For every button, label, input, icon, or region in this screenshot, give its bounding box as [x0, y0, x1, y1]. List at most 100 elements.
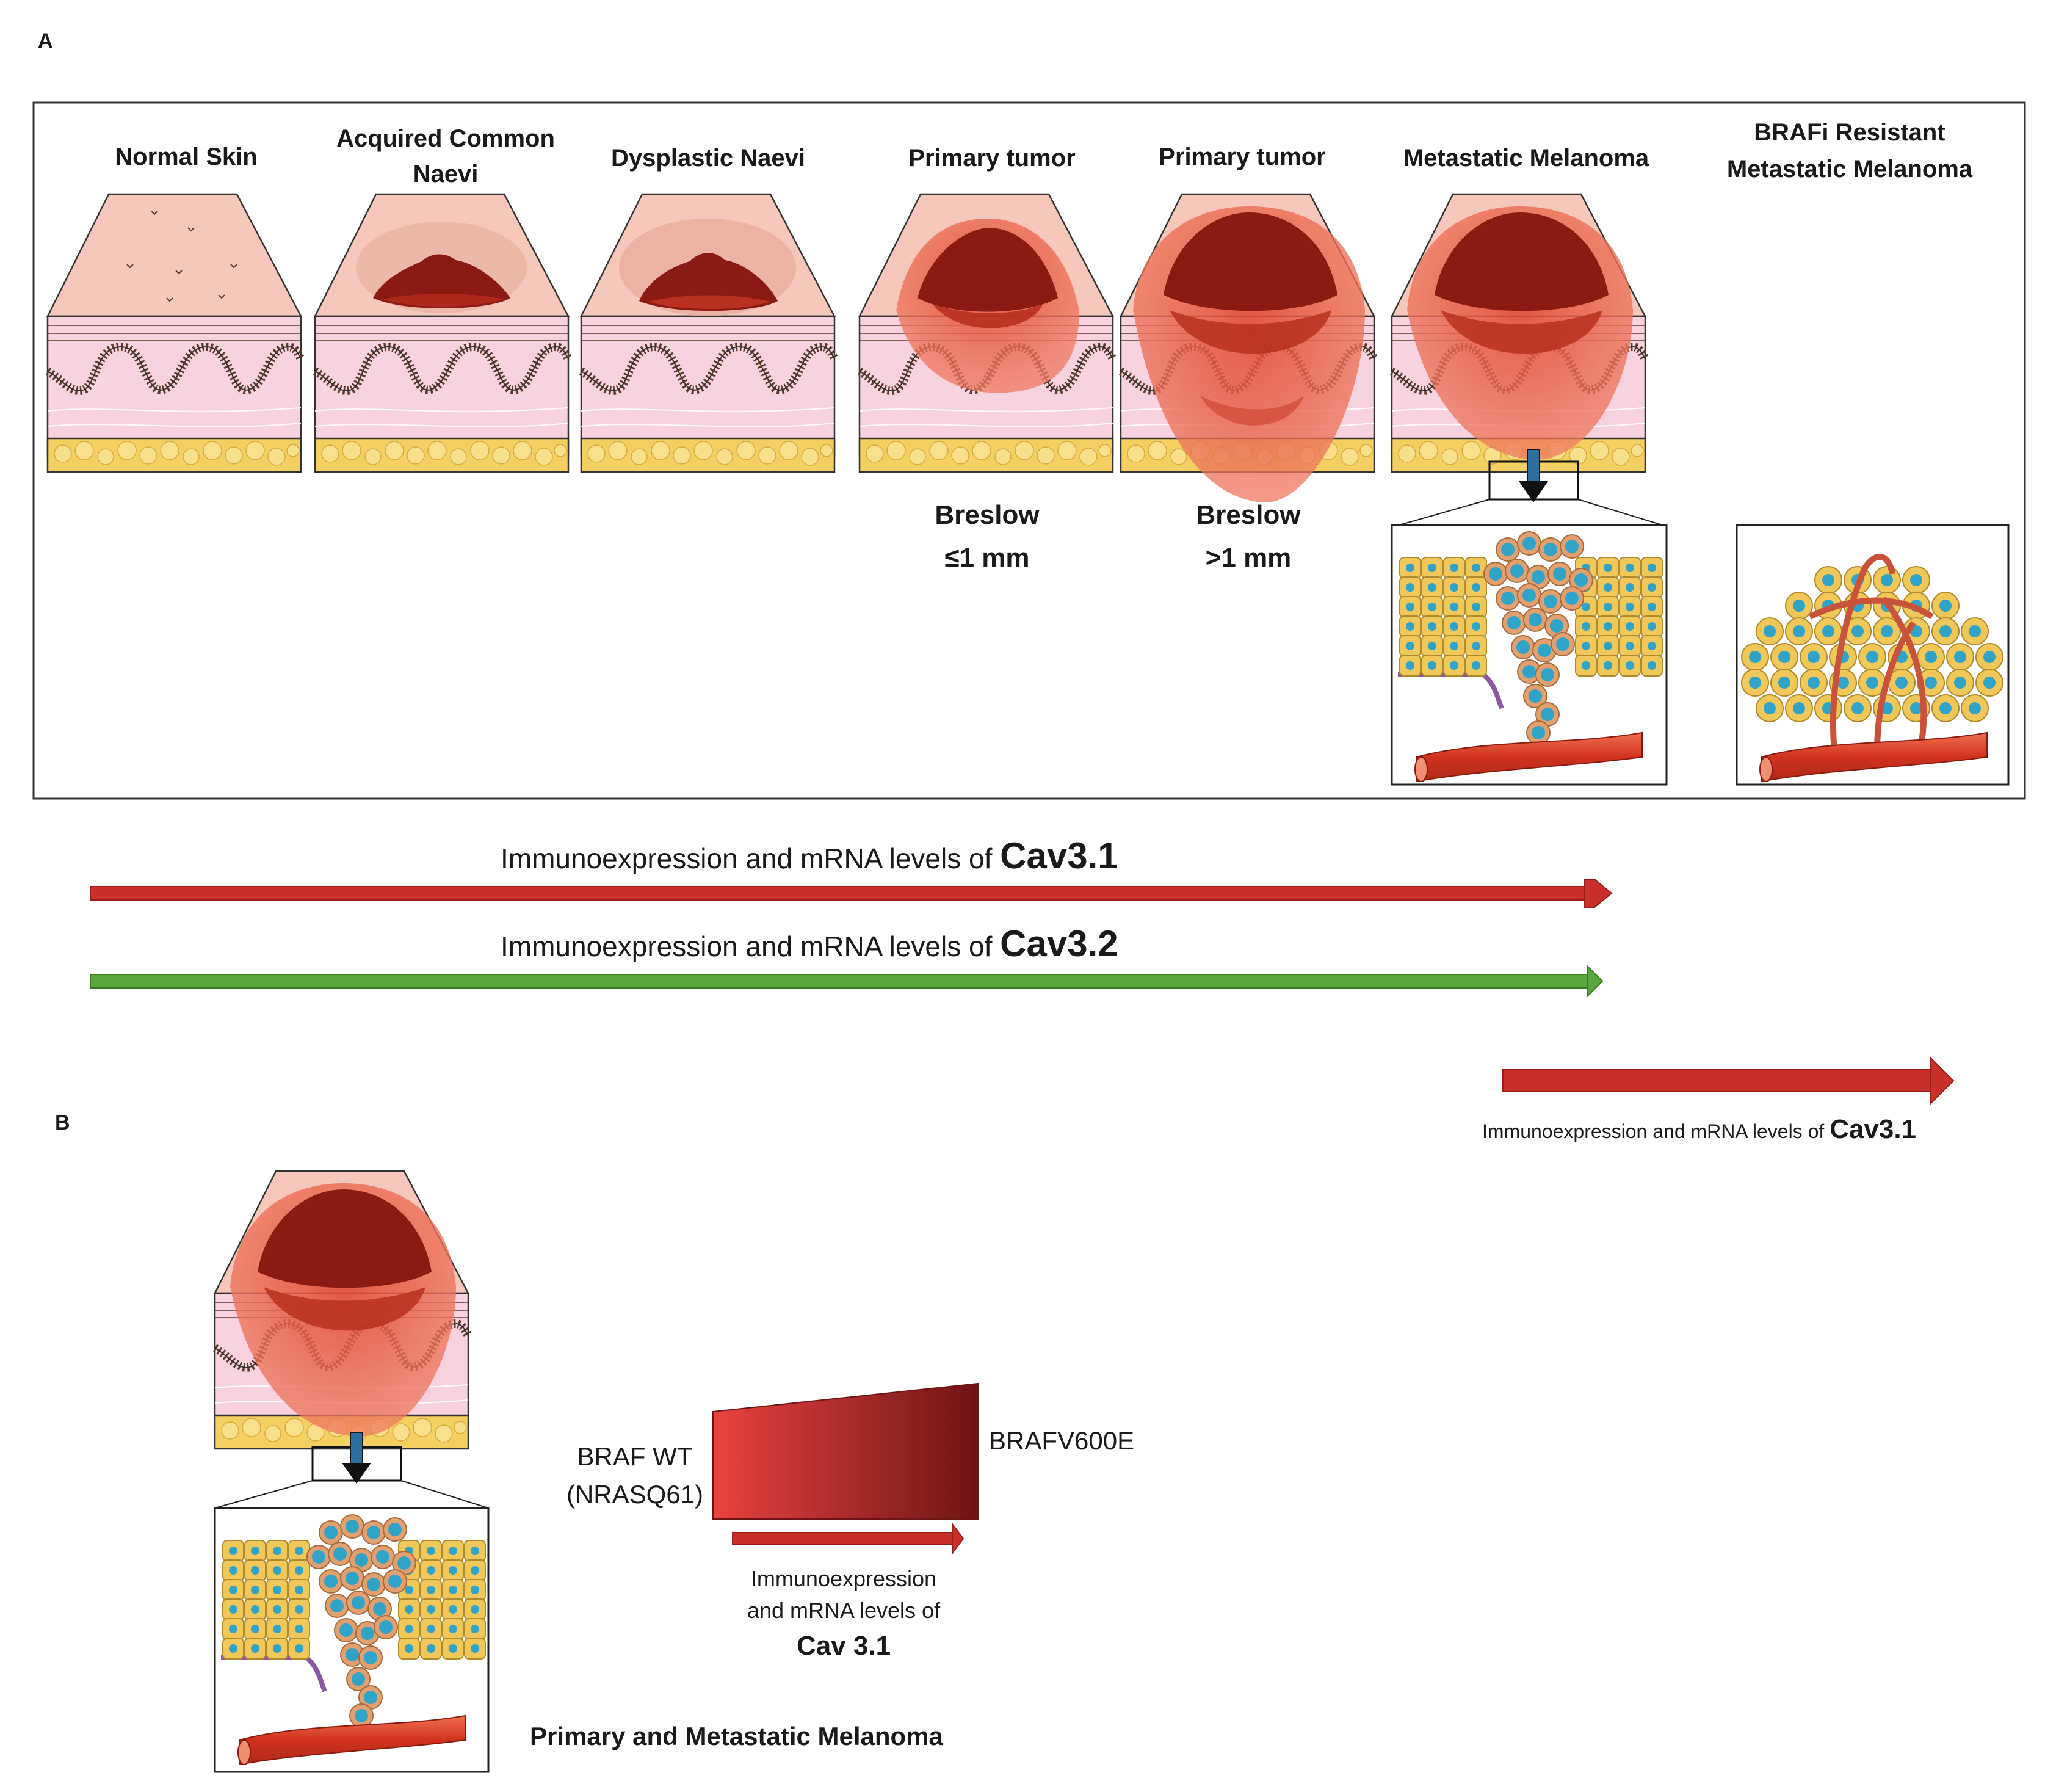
- epithelial-cell: [1465, 576, 1487, 598]
- epithelial-cell: [1641, 615, 1663, 637]
- resistant-cell: [1961, 617, 1989, 645]
- epithelial-cell: [266, 1638, 288, 1660]
- svg-text:Metastatic Melanoma: Metastatic Melanoma: [1403, 145, 1649, 172]
- epithelial-cell: [464, 1540, 486, 1562]
- epithelial-cell: [1597, 557, 1619, 579]
- melanoma-cell: [340, 1566, 364, 1591]
- melanoma-cell: [358, 1645, 383, 1670]
- svg-text:Dysplastic Naevi: Dysplastic Naevi: [611, 145, 805, 172]
- epithelial-cell: [1575, 615, 1597, 637]
- melanoma-cell: [1547, 562, 1572, 586]
- epithelial-cell: [420, 1618, 442, 1640]
- skin-panel-b-illustration: [215, 1171, 468, 1484]
- panel-b-caption: Primary and Metastatic Melanoma: [530, 1722, 944, 1750]
- stage-label-normal: Normal Skin: [115, 143, 257, 170]
- epithelial-cell: [464, 1559, 486, 1581]
- breslow-thin-label: Breslow ≤1 mm: [935, 500, 1040, 573]
- invasion-detail-b-cells: [221, 1514, 486, 1766]
- nrasq61-label: (NRASQ61): [566, 1480, 703, 1509]
- panel-b-arrow-text-1: Immunoexpression: [751, 1566, 936, 1591]
- stage-label-acquired: Acquired Common Naevi: [336, 125, 555, 187]
- resistant-cell: [1917, 643, 1945, 671]
- epithelial-cell: [222, 1638, 244, 1660]
- epithelial-cell: [222, 1579, 244, 1601]
- brafi-detail-cells: [1741, 553, 2003, 783]
- epithelial-cell: [1641, 655, 1663, 677]
- melanoma-cell: [383, 1517, 407, 1542]
- epithelial-cell: [420, 1638, 442, 1660]
- stage-label-dysplastic: Dysplastic Naevi: [611, 145, 805, 172]
- epithelial-cell: [244, 1638, 266, 1660]
- epithelial-cell: [1619, 635, 1641, 657]
- skin-normal-illustration: [48, 194, 301, 472]
- melanoma-cell: [1483, 562, 1508, 586]
- epithelial-cell: [1465, 635, 1487, 657]
- epithelial-cell: [1465, 596, 1487, 618]
- epithelial-cell: [222, 1540, 244, 1562]
- epithelial-cell: [1421, 557, 1443, 579]
- braf-wt-label: BRAF WT: [577, 1442, 693, 1471]
- svg-text:Immunoexpression and mRNA leve: Immunoexpression and mRNA levels of Cav3…: [501, 835, 1118, 876]
- tumor-vessel: [1808, 597, 1934, 620]
- melanoma-cell: [1560, 534, 1584, 559]
- resistant-cell: [1800, 643, 1828, 671]
- epithelial-cell: [442, 1638, 464, 1660]
- epithelial-cell: [1597, 655, 1619, 677]
- epithelial-cell: [1399, 576, 1421, 598]
- stage-label-metastatic: Metastatic Melanoma: [1403, 145, 1649, 172]
- resistant-cell: [1756, 617, 1784, 645]
- epithelial-cell: [266, 1540, 288, 1562]
- epithelial-cell: [1597, 615, 1619, 637]
- epithelial-cell: [1619, 596, 1641, 618]
- epithelial-cell: [1443, 615, 1465, 637]
- arrow-cav31-brafi: Immunoexpression and mRNA levels of Cav3…: [1482, 1056, 1955, 1144]
- epithelial-cell: [1443, 635, 1465, 657]
- epithelial-cell: [244, 1618, 266, 1640]
- epithelial-cell: [1575, 635, 1597, 657]
- epithelial-cell: [1641, 596, 1663, 618]
- melanoma-cell: [1535, 662, 1560, 687]
- svg-text:BRAFi Resistant: BRAFi Resistant: [1754, 119, 1945, 146]
- braf-wedge: [712, 1382, 979, 1520]
- resistant-cell: [1770, 643, 1798, 671]
- epithelial-cell: [442, 1579, 464, 1601]
- stage-label-primary1: Primary tumor: [908, 145, 1075, 172]
- melanoma-cell: [1496, 537, 1520, 562]
- melanoma-cell: [1511, 635, 1535, 659]
- stage-label-brafi: BRAFi Resistant Metastatic Melanoma: [1727, 119, 1973, 183]
- resistant-cell: [1931, 617, 1960, 645]
- panel-a-letter: A: [38, 29, 53, 53]
- epithelial-cell: [266, 1598, 288, 1620]
- panel-a-frame: [32, 101, 2026, 800]
- epithelial-cell: [288, 1579, 310, 1601]
- melanoma-cell: [1526, 720, 1551, 745]
- brafi-detail: [1736, 524, 2010, 786]
- epithelial-cell: [420, 1579, 442, 1601]
- melanoma-cell: [1538, 537, 1563, 562]
- resistant-cell: [1961, 694, 1989, 722]
- epithelial-cell: [1465, 615, 1487, 637]
- tumor-vessel: [1874, 621, 1917, 752]
- melanoma-cell: [1523, 608, 1547, 632]
- blood-vessel: [1759, 731, 1988, 783]
- resistant-cell: [1858, 643, 1886, 671]
- melanoma-cell: [319, 1520, 343, 1545]
- epithelial-cell: [1597, 635, 1619, 657]
- epithelial-cell: [442, 1540, 464, 1562]
- skin-acquired-illustration: [315, 194, 568, 472]
- resistant-cell: [1785, 617, 1813, 645]
- resistant-cell: [1931, 694, 1960, 722]
- resistant-cell: [1814, 694, 1842, 722]
- resistant-cell: [1931, 592, 1960, 620]
- arrow-cav32-full: Immunoexpression and mRNA levels of Cav3…: [90, 923, 1604, 998]
- epithelial-cell: [1421, 596, 1443, 618]
- melanoma-cell: [383, 1569, 407, 1594]
- epithelial-cell: [244, 1598, 266, 1620]
- epithelial-cell: [420, 1559, 442, 1581]
- epithelial-cell: [464, 1638, 486, 1660]
- epithelial-cell: [288, 1540, 310, 1562]
- epithelial-cell: [420, 1598, 442, 1620]
- epithelial-cell: [1443, 596, 1465, 618]
- melanoma-cell: [361, 1572, 386, 1597]
